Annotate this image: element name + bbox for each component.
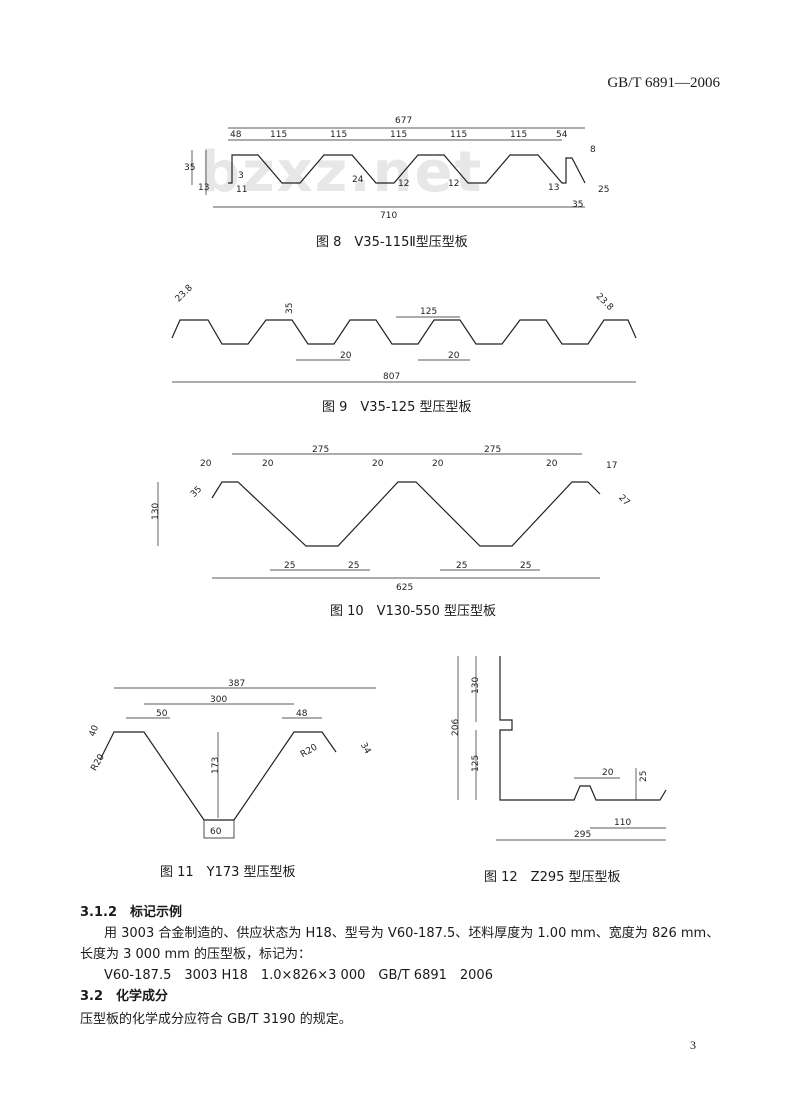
fig11-dim-40: 40: [88, 724, 101, 738]
fig10-dim-20a: 20: [200, 459, 212, 469]
fig8-dim-115b: 115: [330, 130, 347, 140]
fig8-dim-115a: 115: [270, 130, 287, 140]
fig12-dim-110: 110: [614, 818, 631, 828]
fig11-dim-60: 60: [210, 827, 222, 837]
fig12-dim-295: 295: [574, 830, 591, 840]
fig8-dim-54: 54: [556, 130, 568, 140]
fig9-dim-20b: 20: [448, 351, 460, 361]
fig9-dim-23.8b: 23.8: [594, 292, 615, 313]
fig9-dim-807: 807: [383, 372, 400, 382]
fig10-dim-625: 625: [396, 583, 413, 593]
fig11-dim-387: 387: [228, 679, 245, 689]
figure-12-drawing: 130 206 125 20 25 110 295: [451, 656, 667, 841]
figure-8-drawing: 677 48 115 115 115 115 115 54 8 35 3 24 …: [184, 116, 609, 221]
fig8-dim-115e: 115: [510, 130, 527, 140]
fig9-dim-20a: 20: [340, 351, 352, 361]
fig10-dim-20c: 20: [372, 459, 384, 469]
fig11-dim-50: 50: [156, 709, 168, 719]
fig10-dim-20d: 20: [432, 459, 444, 469]
fig8-dim-35b: 35: [572, 200, 583, 210]
fig12-dim-130: 130: [471, 677, 481, 694]
figure-10-caption: 图 10 V130-550 型压型板: [330, 604, 497, 619]
fig12-dim-125: 125: [471, 755, 481, 772]
figure-9-drawing: 23.8 35 125 20 20 23.8 807: [171, 283, 637, 383]
fig8-dim-48: 48: [230, 130, 242, 140]
fig9-dim-125: 125: [420, 307, 437, 317]
fig10-dim-275b: 275: [484, 445, 501, 455]
fig11-dim-34: 34: [358, 741, 373, 756]
figure-9-caption: 图 9 V35-125 型压型板: [322, 400, 472, 415]
fig10-dim-25d: 25: [520, 561, 531, 571]
fig8-dim-25: 25: [598, 185, 609, 195]
section-3-2-line-1: 压型板的化学成分应符合 GB/T 3190 的规定。: [80, 1012, 352, 1027]
fig10-dim-35: 35: [189, 485, 204, 500]
fig10-dim-25c: 25: [456, 561, 467, 571]
fig8-dim-12a: 12: [398, 179, 409, 189]
figure-11-drawing: 387 300 50 48 40 R20 173 R20 34 60: [88, 679, 376, 839]
section-3-1-2-line-1: 用 3003 合金制造的、供应状态为 H18、型号为 V60-187.5、坯料厚…: [104, 926, 720, 941]
fig12-dim-20: 20: [602, 768, 614, 778]
fig12-dim-25: 25: [639, 771, 649, 782]
section-3-1-2-line-2: 长度为 3 000 mm 的压型板，标记为：: [80, 947, 311, 962]
figure-12-caption: 图 12 Z295 型压型板: [484, 870, 621, 885]
fig10-dim-25b: 25: [348, 561, 359, 571]
fig8-dim-115c: 115: [390, 130, 407, 140]
fig10-dim-20b: 20: [262, 459, 274, 469]
fig8-dim-13b: 13: [548, 183, 559, 193]
section-3-1-2-title: 3.1.2 标记示例: [80, 905, 183, 920]
fig10-dim-130: 130: [151, 503, 161, 520]
fig8-dim-24: 24: [352, 175, 364, 185]
page-number: 3: [690, 1038, 696, 1052]
standard-number: GB/T 6891—2006: [607, 75, 720, 91]
fig8-dim-3: 3: [238, 171, 244, 181]
section-3-2-title: 3.2 化学成分: [80, 989, 169, 1004]
fig11-dim-48: 48: [296, 709, 308, 719]
fig8-dim-12b: 12: [448, 179, 459, 189]
watermark: bzxz.net: [200, 140, 484, 205]
fig12-dim-206: 206: [451, 719, 461, 736]
fig8-dim-710: 710: [380, 211, 397, 221]
fig11-dim-r20b: R20: [299, 742, 320, 760]
fig9-dim-23.8a: 23.8: [174, 283, 195, 304]
fig9-dim-35: 35: [285, 303, 295, 314]
fig10-dim-17: 17: [606, 461, 617, 471]
fig10-dim-27: 27: [616, 493, 631, 508]
fig8-dim-8: 8: [590, 145, 596, 155]
section-3-1-2-line-3: V60-187.5 3003 H18 1.0×826×3 000 GB/T 68…: [104, 968, 493, 983]
fig10-dim-20e: 20: [546, 459, 558, 469]
fig8-dim-115d: 115: [450, 130, 467, 140]
figure-8-caption: 图 8 V35-115Ⅱ型压型板: [316, 235, 468, 250]
figure-11-caption: 图 11 Y173 型压型板: [160, 865, 296, 880]
fig8-dim-35: 35: [184, 163, 195, 173]
figure-10-drawing: 275 275 20 20 20 20 20 17 35 130 27 25 2…: [151, 445, 631, 593]
fig10-dim-25a: 25: [284, 561, 295, 571]
fig11-dim-r20a: R20: [89, 752, 107, 773]
fig10-dim-275a: 275: [312, 445, 329, 455]
fig8-dim-677: 677: [395, 116, 412, 126]
fig11-dim-300: 300: [210, 695, 227, 705]
fig11-dim-173: 173: [211, 757, 221, 774]
fig8-dim-13a: 13: [198, 183, 209, 193]
fig8-dim-11: 11: [236, 185, 247, 195]
